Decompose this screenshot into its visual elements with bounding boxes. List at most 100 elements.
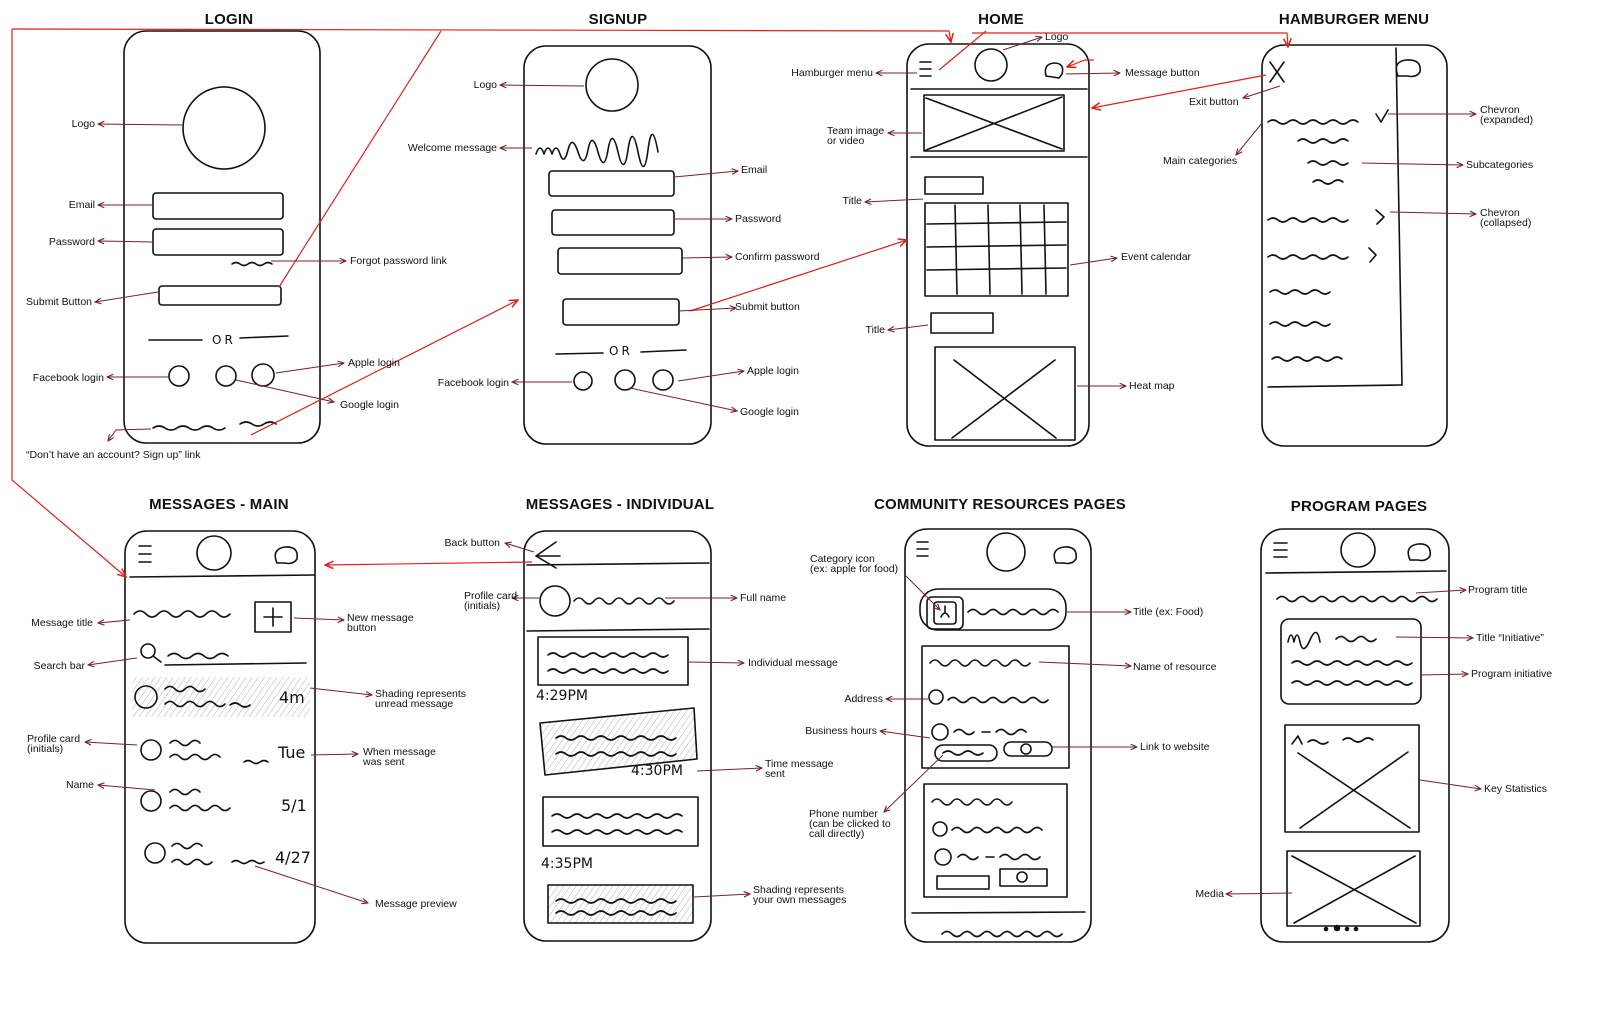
msg-time-1: 4m <box>279 688 305 707</box>
note-login-google: Google login <box>340 399 399 411</box>
note-msgind-profile: Profile card(initials) <box>464 590 518 612</box>
note-login-email: Email <box>68 199 95 211</box>
home-event-calendar <box>924 202 1069 297</box>
signup-or: OR <box>609 344 633 358</box>
unread-shading <box>132 677 310 717</box>
login-submit-button <box>158 285 282 306</box>
login-phone-frame <box>123 30 321 444</box>
note-msgmain-profile: Profile card(initials) <box>27 733 81 755</box>
note-login-forgot: Forgot password link <box>350 255 447 267</box>
login-email-field <box>152 192 284 220</box>
note-signup-welcome: Welcome message <box>407 142 497 154</box>
ind-time-3: 4:35PM <box>541 856 593 872</box>
note-menu-main-categories: Main categories <box>1163 155 1238 167</box>
login-screen <box>123 30 321 444</box>
note-msgmain-title: Message title <box>31 617 93 629</box>
note-program-initiative: Program initiative <box>1471 668 1553 680</box>
category-icon-box <box>926 596 964 630</box>
messages-main-screen <box>124 530 316 944</box>
note-msgmain-preview: Message preview <box>375 898 457 910</box>
program-screen <box>1260 528 1450 943</box>
screen-title-program: PROGRAM PAGES <box>1290 498 1428 515</box>
note-community-category: Category icon(ex: apple for food) <box>810 553 899 575</box>
home-heat-map <box>934 346 1076 441</box>
note-program-title-initiative: Title “Initiative” <box>1476 632 1544 644</box>
note-signup-apple: Apple login <box>747 365 799 377</box>
ind-time-2: 4:30PM <box>631 763 683 779</box>
note-home-calendar: Event calendar <box>1121 251 1192 263</box>
note-login-facebook: Facebook login <box>32 372 104 384</box>
note-community-resource: Name of resource <box>1133 661 1217 673</box>
community-screen <box>904 528 1092 943</box>
login-forgot-squiggle <box>231 261 273 267</box>
home-screen <box>906 43 1090 447</box>
note-community-title: Title (ex: Food) <box>1133 606 1204 618</box>
note-login-submit: Submit Button <box>26 296 92 308</box>
hamburger-screen <box>1261 44 1448 447</box>
flow-lines <box>11 28 1288 577</box>
signup-screen <box>523 45 712 445</box>
note-home-logo: Logo <box>1045 31 1069 43</box>
note-login-apple: Apple login <box>348 357 400 369</box>
note-login-logo: Logo <box>71 118 95 130</box>
note-menu-chevron-expanded: Chevron(expanded) <box>1480 104 1534 126</box>
note-menu-exit: Exit button <box>1189 96 1239 108</box>
note-community-address: Address <box>844 693 883 705</box>
note-signup-logo: Logo <box>473 79 497 91</box>
note-signup-google: Google login <box>740 406 799 418</box>
msg-time-3: 5/1 <box>281 796 307 815</box>
login-password-field <box>152 228 284 256</box>
note-community-hours: Business hours <box>805 725 877 737</box>
note-msgind-fullname: Full name <box>740 592 787 604</box>
msg-time-4: 4/27 <box>275 848 311 867</box>
note-home-title-1: Title <box>842 195 862 207</box>
screen-title-home: HOME <box>978 11 1024 28</box>
note-login-password: Password <box>48 236 95 248</box>
note-menu-subcategories: Subcategories <box>1466 159 1534 171</box>
screen-title-signup: SIGNUP <box>588 11 648 28</box>
note-msgind-back: Back button <box>444 537 500 549</box>
note-home-hamburger: Hamburger menu <box>791 67 873 79</box>
note-login-signup-link: “Don’t have an account? Sign up” link <box>26 449 201 461</box>
note-program-media: Media <box>1195 888 1224 900</box>
note-menu-chevron-collapsed: Chevron(collapsed) <box>1480 207 1532 229</box>
login-or: OR <box>212 333 236 347</box>
login-apple-circle <box>251 363 275 387</box>
note-home-message: Message button <box>1125 67 1200 79</box>
annotation-arrows <box>85 37 1481 903</box>
note-signup-confirm: Confirm password <box>735 251 820 263</box>
screen-title-messages-main: MESSAGES - MAIN <box>149 496 289 513</box>
note-signup-password: Password <box>735 213 782 225</box>
note-program-title: Program title <box>1468 584 1528 596</box>
msg-time-2: Tue <box>278 743 306 762</box>
note-home-title-2: Title <box>865 324 885 336</box>
login-logo <box>182 86 266 170</box>
login-facebook-circle <box>168 365 190 387</box>
note-msgmain-search: Search bar <box>33 660 85 672</box>
ind-time-1: 4:29PM <box>536 688 588 704</box>
note-signup-submit: Submit button <box>735 301 800 313</box>
screen-title-login: LOGIN <box>204 11 254 28</box>
screen-title-hamburger: HAMBURGER MENU <box>1278 11 1430 28</box>
messages-individual-screen <box>523 530 712 942</box>
note-home-heatmap: Heat map <box>1129 380 1175 392</box>
screen-title-messages-individual: MESSAGES - INDIVIDUAL <box>525 496 715 513</box>
login-google-circle <box>215 365 237 387</box>
note-signup-email: Email <box>741 164 768 176</box>
note-msgind-individual: Individual message <box>748 657 838 669</box>
note-msgmain-name: Name <box>65 779 94 791</box>
own-message-shading <box>539 707 698 776</box>
note-community-link: Link to website <box>1140 741 1210 753</box>
note-signup-facebook: Facebook login <box>437 377 509 389</box>
screen-title-community: COMMUNITY RESOURCES PAGES <box>874 496 1126 513</box>
note-program-stats: Key Statistics <box>1484 783 1548 795</box>
login-signup-squiggle <box>152 425 226 431</box>
